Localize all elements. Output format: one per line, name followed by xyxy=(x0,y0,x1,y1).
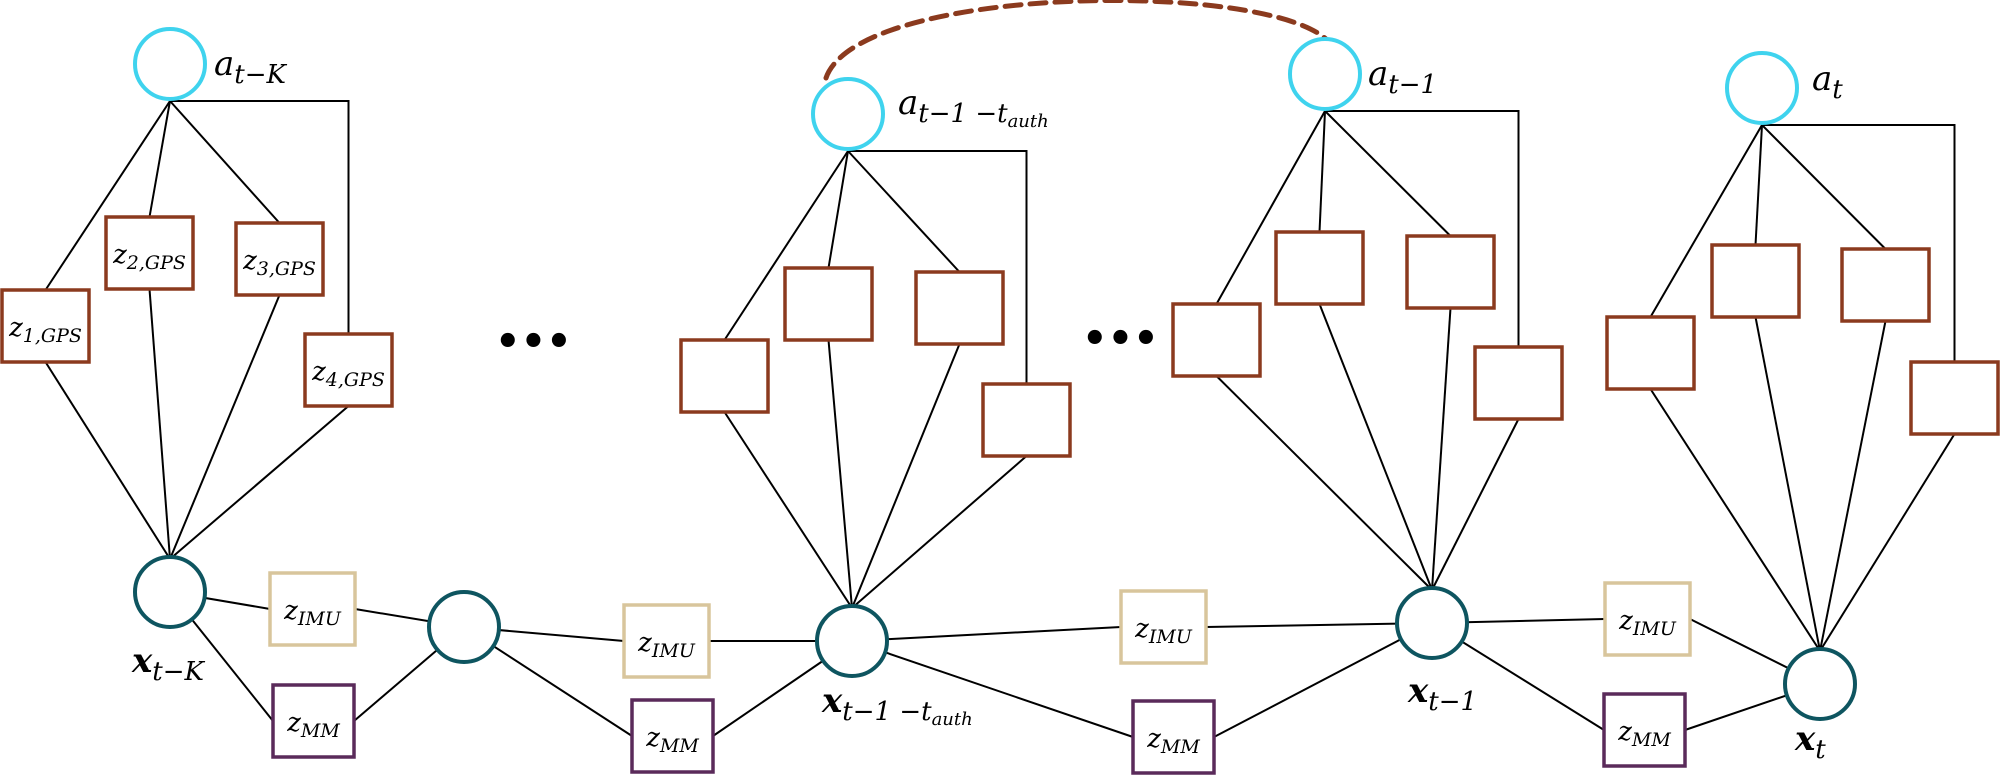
authentication-link-layer xyxy=(823,0,1330,81)
edge-g3-x0 xyxy=(169,405,350,560)
auth-node-label-a1: at−1 −tauth xyxy=(898,83,1049,132)
edge-g14-x3 xyxy=(1819,320,1887,652)
edge-g13-x3 xyxy=(1754,316,1821,652)
edge-a3-g14 xyxy=(1761,124,1887,250)
edge-g4-x1 xyxy=(723,411,853,609)
auth-node-a3 xyxy=(1725,51,1799,125)
edge-a2-g11 xyxy=(1325,110,1520,347)
gps-factor-g5 xyxy=(783,266,874,342)
gps-factor-g15 xyxy=(1909,360,2000,436)
edge-a1-g7 xyxy=(848,150,1028,384)
gps-factor-label: z3,GPS xyxy=(242,246,316,280)
gps-factor-g0 xyxy=(0,288,91,364)
auth-node-label-a0: at−K xyxy=(214,44,288,90)
edge-g11-x2 xyxy=(1431,418,1520,591)
state-node-xm xyxy=(427,590,501,664)
gps-factor-g14 xyxy=(1840,247,1931,323)
edge-g12-x3 xyxy=(1649,388,1821,652)
edge-g7-x1 xyxy=(851,455,1028,609)
mm-factor-m0 xyxy=(271,683,356,759)
state-node-label-x1: xt−1 −tauth xyxy=(821,681,973,730)
gps-factor-g7 xyxy=(981,382,1072,458)
edge-x1-m2 xyxy=(851,640,1134,738)
mm-factor-m1 xyxy=(630,698,715,774)
edge-i2-x2 xyxy=(1205,622,1433,628)
edge-g2-x0 xyxy=(169,294,281,560)
authentication-link xyxy=(823,0,1330,81)
edge-a1-g5 xyxy=(827,150,849,269)
edge-g5-x1 xyxy=(827,339,853,609)
auth-node-label-a2: at−1 xyxy=(1368,54,1437,100)
imu-factor-i2 xyxy=(1119,589,1208,665)
state-node-x0 xyxy=(133,555,207,629)
auth-node-a0 xyxy=(133,27,207,101)
gps-factor-g4 xyxy=(679,338,770,414)
edge-a3-g13 xyxy=(1754,124,1763,246)
imu-factor-i3 xyxy=(1603,581,1692,657)
gps-factor-g2 xyxy=(234,221,325,297)
gps-factor-g9 xyxy=(1274,230,1365,306)
gps-factor-g6 xyxy=(914,270,1005,346)
edge-a2-g8 xyxy=(1215,110,1326,305)
edge-a1-g4 xyxy=(723,150,849,341)
nodes-layer xyxy=(0,27,2000,775)
auth-node-a1 xyxy=(811,77,885,151)
gps-factor-g12 xyxy=(1605,315,1696,391)
gps-factor-g11 xyxy=(1473,345,1564,421)
edge-g10-x2 xyxy=(1431,307,1452,591)
edge-x1-i2 xyxy=(851,626,1122,642)
gps-factor-g1 xyxy=(104,215,195,291)
edge-a3-g12 xyxy=(1649,124,1763,318)
gps-factor-g8 xyxy=(1171,302,1262,378)
state-node-x3 xyxy=(1783,647,1857,721)
gps-factor-g13 xyxy=(1710,243,1801,319)
gps-factor-g3 xyxy=(303,332,394,408)
edge-m2-x2 xyxy=(1213,622,1433,738)
edge-a0-g1 xyxy=(148,100,171,218)
edge-g9-x2 xyxy=(1318,303,1433,591)
gps-factor-g10 xyxy=(1405,234,1496,310)
edge-a3-g15 xyxy=(1762,124,1956,362)
state-node-label-x2: xt−1 xyxy=(1407,671,1477,717)
edge-a0-g0 xyxy=(44,100,171,291)
state-node-label-x0: xt−K xyxy=(131,641,206,687)
edge-g15-x3 xyxy=(1819,433,1956,652)
edge-g1-x0 xyxy=(148,288,171,560)
edge-a0-g3 xyxy=(170,100,350,334)
edge-a2-g10 xyxy=(1324,110,1452,237)
edge-a0-g2 xyxy=(169,100,281,224)
state-node-x1 xyxy=(815,604,889,678)
auth-node-a2 xyxy=(1288,37,1362,111)
edge-g8-x2 xyxy=(1215,375,1433,591)
imu-factor-i0 xyxy=(268,571,357,647)
mm-factor-m3 xyxy=(1602,692,1687,768)
edge-a1-g6 xyxy=(847,150,961,273)
mm-factor-m2 xyxy=(1131,699,1216,775)
edge-a2-g9 xyxy=(1318,110,1326,233)
edge-g0-x0 xyxy=(44,361,171,560)
state-node-label-x3: xt xyxy=(1794,719,1826,765)
ellipsis-right: ••• xyxy=(1082,316,1159,362)
ellipsis-left: ••• xyxy=(495,319,572,365)
auth-node-label-a3: at xyxy=(1812,59,1843,105)
imu-factor-i1 xyxy=(622,603,711,679)
state-node-x2 xyxy=(1395,586,1469,660)
edge-g6-x1 xyxy=(851,343,961,609)
